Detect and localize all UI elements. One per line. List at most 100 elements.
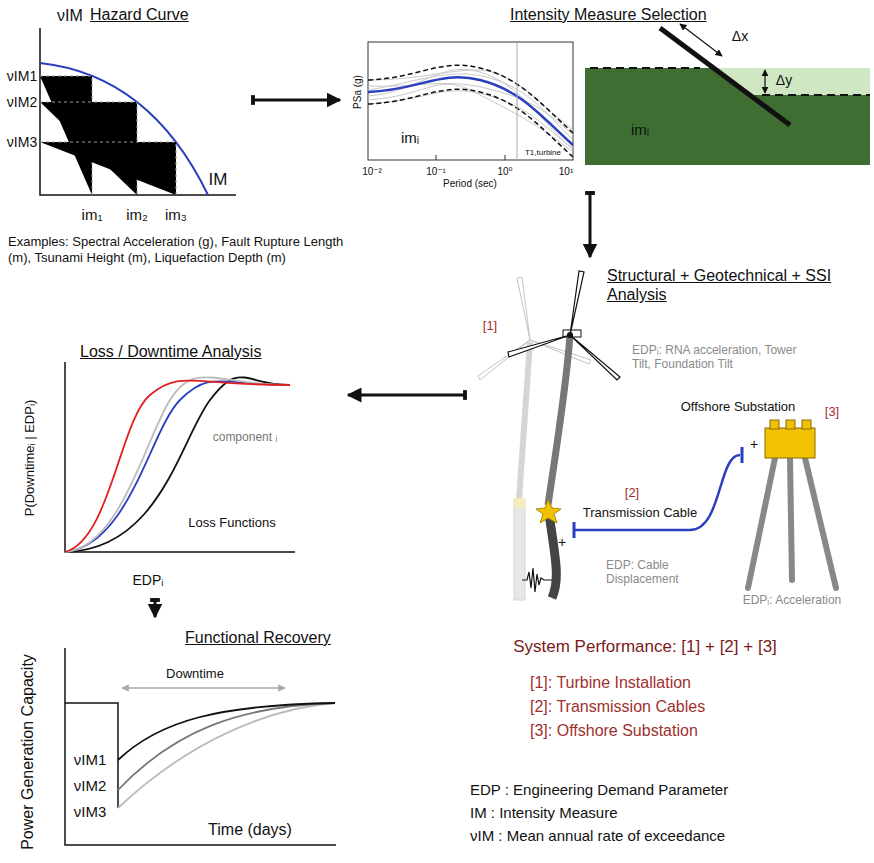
label-text: Loss Functions (188, 515, 275, 531)
recovery-curve (118, 703, 335, 808)
period-line (517, 42, 518, 160)
label-text: im₂ (126, 206, 148, 224)
fault-line (660, 28, 790, 125)
main-turbine (548, 335, 570, 505)
recovery-chart (65, 703, 118, 808)
callout-text: [1] (483, 318, 497, 334)
offshore-substation (802, 420, 811, 429)
recovery-chart (65, 648, 336, 845)
callout-text: [3]: Offshore Substation (530, 721, 698, 740)
label-text: Δx (732, 28, 748, 45)
offshore-substation (748, 458, 836, 588)
tick (436, 155, 437, 160)
axis-title: P(Downtimeᵢ | EDPᵢ) (22, 400, 38, 517)
transmission-cable (741, 447, 744, 463)
label-text: νIM1 (7, 68, 37, 85)
recovery-curve (118, 703, 335, 760)
label-text: component ᵢ (213, 430, 278, 444)
fault-figure (590, 67, 700, 69)
main-turbine (508, 335, 570, 357)
ghost-turbine (517, 277, 530, 340)
axis-title: PSa (g) (352, 75, 364, 109)
label-text: EDP: Cable Displacement (606, 558, 716, 587)
offshore-substation (770, 420, 779, 429)
main-turbine (508, 271, 620, 598)
sigma-line (368, 89, 573, 157)
offshore-substation (786, 420, 795, 429)
label-text: 10¹ (559, 166, 573, 178)
dy-arrow (764, 70, 765, 93)
label-text: im₁ (82, 206, 103, 224)
loss-curve (65, 377, 290, 552)
ghost-turbine (478, 277, 591, 380)
guide-line (40, 76, 176, 195)
hazard-curve (40, 63, 208, 195)
label-text: Transmission Cable (583, 505, 697, 521)
callout-text: [1]: Turbine Installation (530, 673, 691, 692)
label-text: Examples: Spectral Acceleration (g), Fau… (8, 234, 368, 265)
panel-heading: Functional Recovery (185, 628, 331, 647)
label-text: νIM : Mean annual rate of exceedance (470, 827, 725, 845)
sigma-line (368, 65, 573, 133)
panel-heading: Loss / Downtime Analysis (80, 342, 261, 361)
label-text: im₃ (165, 206, 187, 224)
axis-title: Power Generation Capacity (18, 654, 37, 850)
hazard-chart (40, 28, 236, 195)
loss-curve (65, 377, 290, 552)
recovery-chart (65, 648, 336, 845)
label-text: imᵢ (631, 121, 649, 139)
label-text: 10⁻² (362, 166, 382, 178)
offshore-substation (770, 420, 811, 429)
downtime-arrow (122, 687, 285, 689)
transmission-cable (574, 447, 742, 538)
callout-text: [3] (825, 404, 839, 420)
record-spectrum (368, 91, 573, 148)
panel-region: Hazard Curve (6, 3, 248, 231)
label-text: νIM2 (74, 777, 107, 795)
label-text: + (750, 436, 758, 453)
axis (40, 28, 236, 195)
label-text: imᵢ (401, 129, 419, 147)
offshore-substation (748, 420, 836, 588)
label-text: Time (days) (208, 820, 292, 839)
label-text: T1,turbine (525, 148, 561, 158)
spectrum-chart (368, 42, 573, 160)
label-text: IM (209, 170, 228, 190)
panel-heading: Hazard Curve (90, 5, 189, 24)
label-text: EDPᵢ (133, 572, 164, 589)
fault-figure (585, 68, 870, 165)
ghost-turbine (478, 340, 530, 380)
panel-heading: Structural + Geotechnical + SSI Analysis (607, 266, 847, 304)
loss-curve (65, 381, 290, 552)
transmission-cable (574, 455, 740, 530)
spectrum-chart (368, 42, 573, 160)
label-text: 10⁻¹ (426, 166, 446, 178)
label-text: νIM (57, 6, 83, 25)
fault-figure (585, 24, 870, 165)
record-spectrum (368, 69, 573, 150)
record-spectrum (368, 84, 573, 152)
ghost-turbine (514, 498, 525, 508)
flow-arrow (154, 600, 157, 617)
loss-curve (65, 381, 290, 552)
dx-arrow (680, 24, 722, 56)
spectrum-chart (368, 65, 573, 157)
tick (436, 155, 505, 160)
label-text: νIM3 (7, 134, 37, 151)
label-text: Offshore Substation (681, 399, 796, 415)
panel-heading: Intensity Measure Selection (510, 5, 707, 24)
panel-region: Intensity Measure Selection (345, 3, 870, 188)
fault-figure (762, 94, 870, 96)
label-text: νIM1 (74, 751, 107, 769)
offshore-substation (765, 428, 815, 458)
label-text: Period (sec) (443, 178, 497, 190)
seismogram (522, 568, 552, 592)
panel-region: Loss / Downtime Analysis (6, 340, 343, 595)
main-turbine (567, 332, 573, 338)
label-text: Δy (776, 72, 792, 89)
label-text: 10⁰ (497, 166, 512, 178)
record-spectrum (368, 74, 573, 140)
label-text: EDP : Engineering Demand Parameter (470, 781, 728, 799)
